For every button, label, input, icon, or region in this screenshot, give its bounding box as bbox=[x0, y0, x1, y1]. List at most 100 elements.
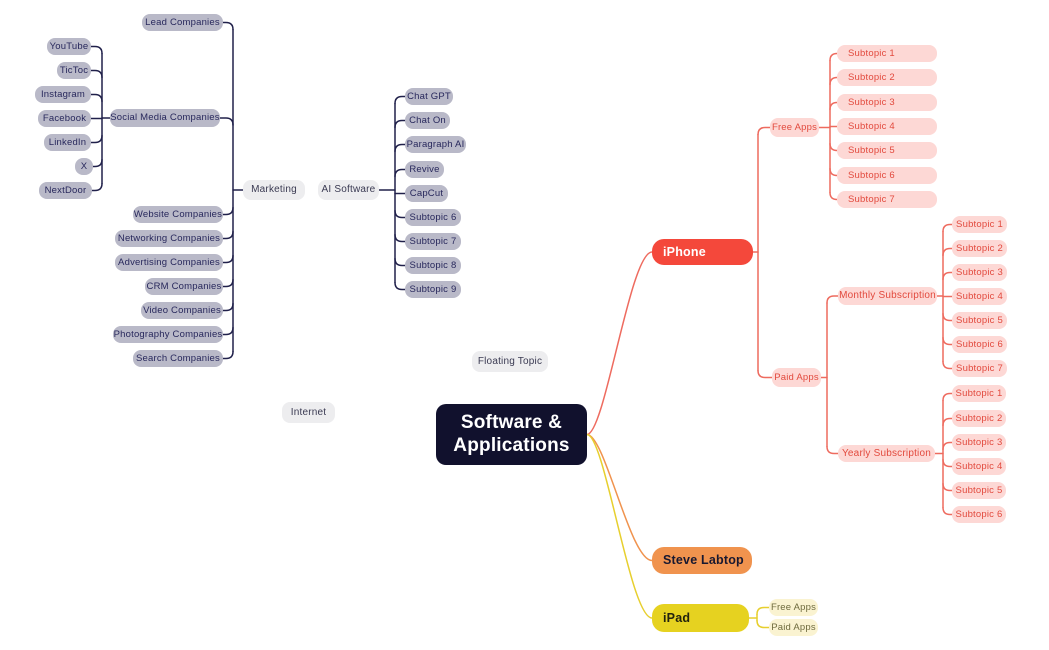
connector-video-companies bbox=[222, 302, 234, 312]
connector-ai-subtopic-6 bbox=[394, 209, 406, 219]
mindmap-node-website-companies[interactable]: Website Companies bbox=[133, 206, 223, 223]
mindmap-node-paid-apps[interactable]: Paid Apps bbox=[772, 368, 821, 387]
connector-ai-subtopic-9 bbox=[394, 281, 406, 291]
mindmap-node-fa-sub-1[interactable]: Subtopic 1 bbox=[837, 45, 937, 62]
connector-crm-companies bbox=[222, 278, 234, 288]
mindmap-node-ai-subtopic-9[interactable]: Subtopic 9 bbox=[405, 281, 461, 298]
mindmap-node-ms-sub-2[interactable]: Subtopic 2 bbox=[952, 240, 1007, 257]
connector-ms-sub-7 bbox=[942, 360, 953, 370]
connector-tictoc bbox=[90, 69, 103, 79]
mindmap-node-iphone[interactable]: iPhone bbox=[652, 239, 753, 265]
connector-search-companies bbox=[222, 350, 234, 360]
mindmap-node-ms-sub-4[interactable]: Subtopic 4 bbox=[952, 288, 1007, 305]
mindmap-node-ys-sub-1[interactable]: Subtopic 1 bbox=[952, 385, 1006, 402]
mindmap-node-lead-companies[interactable]: Lead Companies bbox=[142, 14, 223, 31]
mindmap-node-social-media-companies[interactable]: Social Media Companies bbox=[110, 109, 220, 127]
mindmap-node-ys-sub-2[interactable]: Subtopic 2 bbox=[952, 410, 1006, 427]
mindmap-node-search-companies[interactable]: Search Companies bbox=[133, 350, 223, 367]
mindmap-node-ai-subtopic-8[interactable]: Subtopic 8 bbox=[405, 257, 461, 274]
connector-fa-sub-3 bbox=[829, 101, 838, 111]
mindmap-node-video-companies[interactable]: Video Companies bbox=[141, 302, 223, 319]
mindmap-node-fa-sub-2[interactable]: Subtopic 2 bbox=[837, 69, 937, 86]
connector-advertising-companies bbox=[222, 254, 234, 264]
connector-revive bbox=[394, 168, 406, 178]
connector-social-media-companies bbox=[219, 117, 234, 126]
mindmap-node-ys-sub-6[interactable]: Subtopic 6 bbox=[952, 506, 1006, 523]
connector-yearly-subscription bbox=[826, 445, 839, 455]
mindmap-node-monthly-subscription[interactable]: Monthly Subscription bbox=[838, 287, 937, 305]
connector-ms-sub-3 bbox=[942, 271, 953, 281]
connector-fa-sub-5 bbox=[829, 142, 838, 152]
mindmap-node-fa-sub-4[interactable]: Subtopic 4 bbox=[837, 118, 937, 135]
mindmap-node-networking-companies[interactable]: Networking Companies bbox=[115, 230, 223, 247]
mindmap-node-tictoc[interactable]: TicToc bbox=[57, 62, 91, 79]
mindmap-node-central[interactable]: Software & Applications bbox=[436, 404, 587, 465]
connector-ys-sub-3 bbox=[942, 441, 953, 451]
mindmap-node-ys-sub-4[interactable]: Subtopic 4 bbox=[952, 458, 1006, 475]
connector-ms-sub-1 bbox=[942, 223, 953, 233]
mindmap-node-yearly-subscription[interactable]: Yearly Subscription bbox=[838, 445, 935, 462]
mindmap-node-instagram[interactable]: Instagram bbox=[35, 86, 91, 103]
connector-linkedin bbox=[90, 134, 103, 144]
mindmap-node-ys-sub-3[interactable]: Subtopic 3 bbox=[952, 434, 1006, 451]
connector-free-apps bbox=[757, 126, 771, 136]
connector-instagram bbox=[90, 93, 103, 103]
mindmap-node-photography-companies[interactable]: Photography Companies bbox=[113, 326, 223, 343]
mindmap-node-x-node[interactable]: X bbox=[75, 158, 93, 175]
mindmap-node-fa-sub-5[interactable]: Subtopic 5 bbox=[837, 142, 937, 159]
mindmap-node-chat-on[interactable]: Chat On bbox=[405, 112, 450, 129]
mindmap-node-ms-sub-3[interactable]: Subtopic 3 bbox=[952, 264, 1007, 281]
mindmap-node-ai-subtopic-7[interactable]: Subtopic 7 bbox=[405, 233, 461, 250]
connector-ms-sub-6 bbox=[942, 336, 953, 346]
connector-networking-companies bbox=[222, 230, 234, 240]
connector-ms-sub-2 bbox=[942, 247, 953, 257]
connector-fa-sub-7 bbox=[829, 191, 838, 201]
mindmap-node-crm-companies[interactable]: CRM Companies bbox=[145, 278, 223, 295]
mindmap-node-chat-gpt[interactable]: Chat GPT bbox=[405, 88, 453, 105]
mindmap-node-revive[interactable]: Revive bbox=[405, 161, 444, 178]
mindmap-node-ms-sub-5[interactable]: Subtopic 5 bbox=[952, 312, 1007, 329]
mindmap-node-ms-sub-7[interactable]: Subtopic 7 bbox=[952, 360, 1007, 377]
mindmap-node-free-apps[interactable]: Free Apps bbox=[770, 118, 819, 137]
connector-central-iphone bbox=[586, 251, 653, 436]
mindmap-node-ms-sub-1[interactable]: Subtopic 1 bbox=[952, 216, 1007, 233]
connector-paid-apps bbox=[757, 369, 773, 379]
mindmap-node-facebook[interactable]: Facebook bbox=[38, 110, 91, 127]
mindmap-node-steve-labtop[interactable]: Steve Labtop bbox=[652, 547, 752, 574]
connector-chat-gpt bbox=[394, 95, 406, 105]
mindmap-node-capcut[interactable]: CapCut bbox=[405, 185, 448, 202]
connector-monthly-subscription bbox=[826, 295, 839, 304]
mindmap-node-ai-subtopic-6[interactable]: Subtopic 6 bbox=[405, 209, 461, 226]
connector-ms-sub-5 bbox=[942, 312, 953, 322]
mindmap-node-internet[interactable]: Internet bbox=[282, 402, 335, 423]
mindmap-node-advertising-companies[interactable]: Advertising Companies bbox=[115, 254, 223, 271]
mindmap-node-ys-sub-5[interactable]: Subtopic 5 bbox=[952, 482, 1006, 499]
connector-ipad-paid-apps bbox=[756, 619, 770, 629]
mindmap-node-fa-sub-7[interactable]: Subtopic 7 bbox=[837, 191, 937, 208]
connector-fa-sub-1 bbox=[829, 52, 838, 62]
connector-nextdoor bbox=[91, 182, 103, 192]
mindmap-node-nextdoor[interactable]: NextDoor bbox=[39, 182, 92, 199]
mindmap-node-ms-sub-6[interactable]: Subtopic 6 bbox=[952, 336, 1007, 353]
connector-ai-subtopic-7 bbox=[394, 233, 406, 243]
connector-ai-subtopic-8 bbox=[394, 257, 406, 267]
mindmap-node-paragraph-ai[interactable]: Paragraph AI bbox=[405, 136, 466, 153]
mindmap-node-ai-software[interactable]: AI Software bbox=[318, 180, 379, 200]
mindmap-node-youtube[interactable]: YouTube bbox=[47, 38, 91, 55]
mindmap-node-ipad-paid-apps[interactable]: Paid Apps bbox=[769, 619, 818, 636]
connector-photography-companies bbox=[222, 326, 234, 336]
mindmap-node-fa-sub-6[interactable]: Subtopic 6 bbox=[837, 167, 937, 184]
connector-chat-on bbox=[394, 119, 406, 129]
mindmap-node-marketing[interactable]: Marketing bbox=[243, 180, 305, 200]
mindmap-node-fa-sub-3[interactable]: Subtopic 3 bbox=[837, 94, 937, 111]
connector-ys-sub-4 bbox=[942, 458, 953, 468]
mindmap-node-linkedin[interactable]: LinkedIn bbox=[44, 134, 91, 151]
connector-ys-sub-6 bbox=[942, 506, 953, 516]
mindmap-node-ipad[interactable]: iPad bbox=[652, 604, 749, 632]
connector-paragraph-ai bbox=[394, 143, 406, 153]
mindmap-node-floating-topic[interactable]: Floating Topic bbox=[472, 351, 548, 372]
connector-ys-sub-1 bbox=[942, 392, 953, 402]
mindmap-node-ipad-free-apps[interactable]: Free Apps bbox=[769, 599, 818, 616]
